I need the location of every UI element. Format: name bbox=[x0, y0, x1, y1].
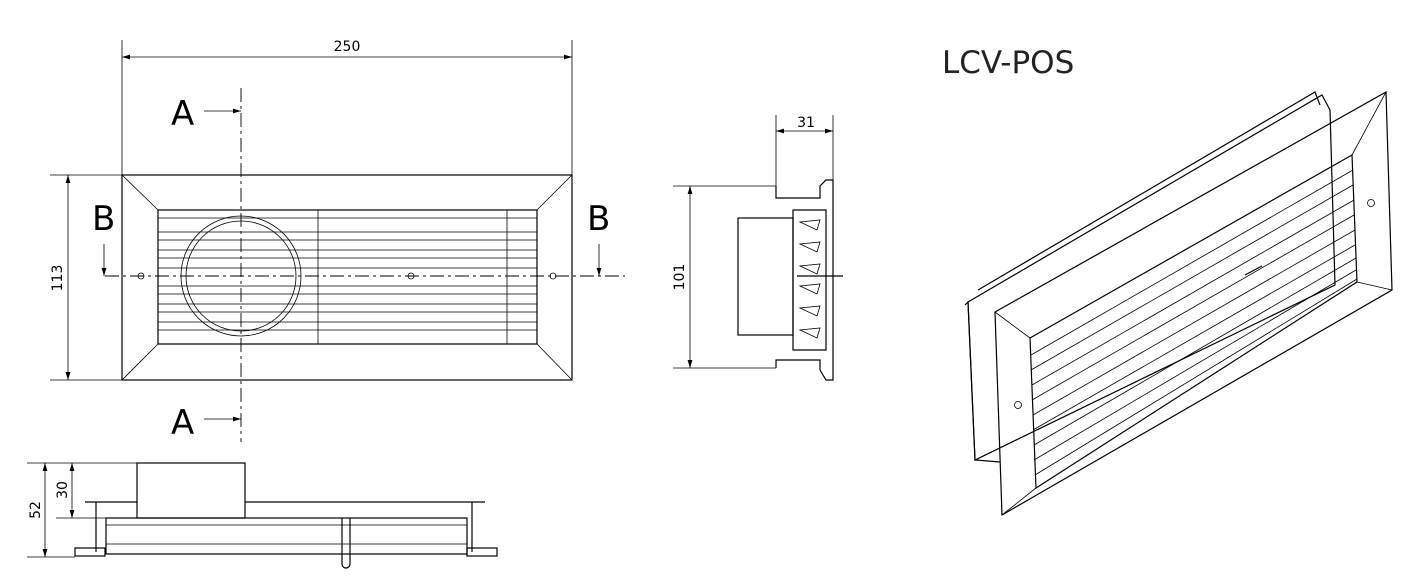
bottom-view bbox=[27, 462, 498, 569]
section-b-right-label: B bbox=[587, 199, 610, 239]
section-b-left-label: B bbox=[92, 199, 115, 239]
width-dimension-label: 250 bbox=[334, 39, 361, 55]
side-view bbox=[673, 115, 843, 381]
total-height-dimension-label: 52 bbox=[28, 501, 44, 519]
isometric-view bbox=[964, 90, 1393, 517]
section-a-bottom-label: A bbox=[171, 403, 194, 443]
blades bbox=[798, 219, 821, 339]
side-height-dimension-label: 101 bbox=[672, 264, 688, 291]
section-a-top-label: A bbox=[171, 94, 194, 134]
product-title: LCV-POS bbox=[942, 45, 1074, 81]
front-view bbox=[50, 40, 625, 442]
depth-dimension-label: 31 bbox=[797, 115, 815, 131]
slats bbox=[158, 210, 537, 344]
collar-height-dimension-label: 30 bbox=[55, 481, 71, 499]
height-dimension-label: 113 bbox=[50, 265, 66, 292]
iso-slats bbox=[1030, 169, 1358, 476]
